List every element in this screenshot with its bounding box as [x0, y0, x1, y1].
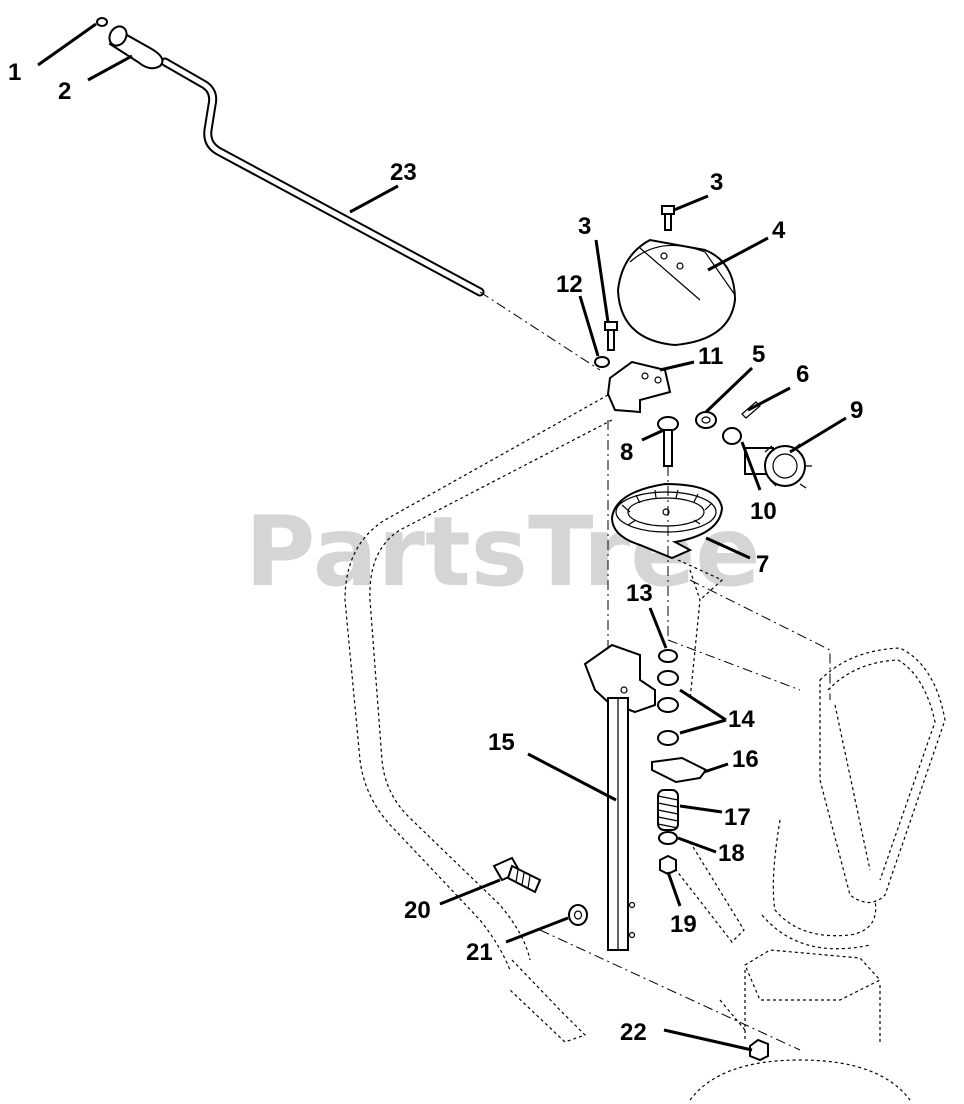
cover-part-4: [616, 238, 737, 347]
callout-6: 6: [796, 361, 809, 388]
callout-5: 5: [752, 341, 765, 368]
nut-part-22: [749, 1038, 769, 1062]
callout-21: 21: [466, 939, 493, 966]
washer-part-12: [594, 356, 610, 368]
callout-17: 17: [724, 804, 751, 831]
nut-part-1: [96, 17, 108, 27]
callout-11: 11: [698, 343, 723, 370]
handle-outline: [344, 394, 724, 1043]
washer-part-14a: [657, 670, 679, 686]
callout-2: 2: [58, 78, 71, 105]
washer-part-21: [568, 904, 588, 926]
nut-part-19: [659, 854, 677, 876]
callout-13: 13: [626, 580, 653, 607]
callout-4: 4: [772, 217, 786, 244]
callout-15: 15: [488, 729, 515, 756]
callout-7: 7: [756, 551, 769, 578]
callout-12: 12: [556, 271, 583, 298]
callout-8: 8: [620, 439, 633, 466]
callouts: 1 2 23 3 3 4 12 11 5 6 9 8 10 7 13 14 15…: [8, 59, 863, 1046]
callout-3-left: 3: [578, 213, 591, 240]
pin-part-6: [741, 401, 761, 419]
callout-22: 22: [620, 1019, 647, 1046]
callout-19: 19: [670, 911, 697, 938]
callout-18: 18: [718, 840, 745, 867]
callout-16: 16: [732, 746, 759, 773]
washer-part-13: [658, 649, 678, 663]
gear-part-9: [744, 443, 812, 489]
bolt-part-20: [492, 856, 542, 894]
plate-part-16: [651, 756, 708, 784]
screw-part-3-top: [661, 205, 675, 231]
bushing-part-5: [695, 411, 717, 429]
crank-rod-assembly: [96, 17, 485, 297]
bracket-part-11: [606, 360, 672, 414]
callout-1: 1: [8, 59, 21, 86]
washer-part-18: [658, 831, 678, 845]
callout-9: 9: [850, 397, 863, 424]
callout-3-top: 3: [710, 169, 723, 196]
callout-10: 10: [750, 498, 777, 525]
discharge-chute-outline: [689, 647, 946, 1101]
callout-14: 14: [728, 706, 755, 733]
bolt-part-8: [657, 416, 679, 467]
bracket-part-15: [583, 643, 656, 951]
callout-20: 20: [404, 897, 431, 924]
callout-23: 23: [390, 159, 417, 186]
spring-part-17: [657, 789, 679, 831]
index-plate-part-7: [610, 482, 724, 560]
washer-part-14b: [657, 697, 679, 713]
washer-part-10: [722, 427, 742, 445]
centerline: [479, 291, 601, 371]
leader-lines: [37, 22, 847, 1052]
screw-part-3-left: [604, 321, 618, 351]
washer-part-14c: [657, 730, 679, 746]
